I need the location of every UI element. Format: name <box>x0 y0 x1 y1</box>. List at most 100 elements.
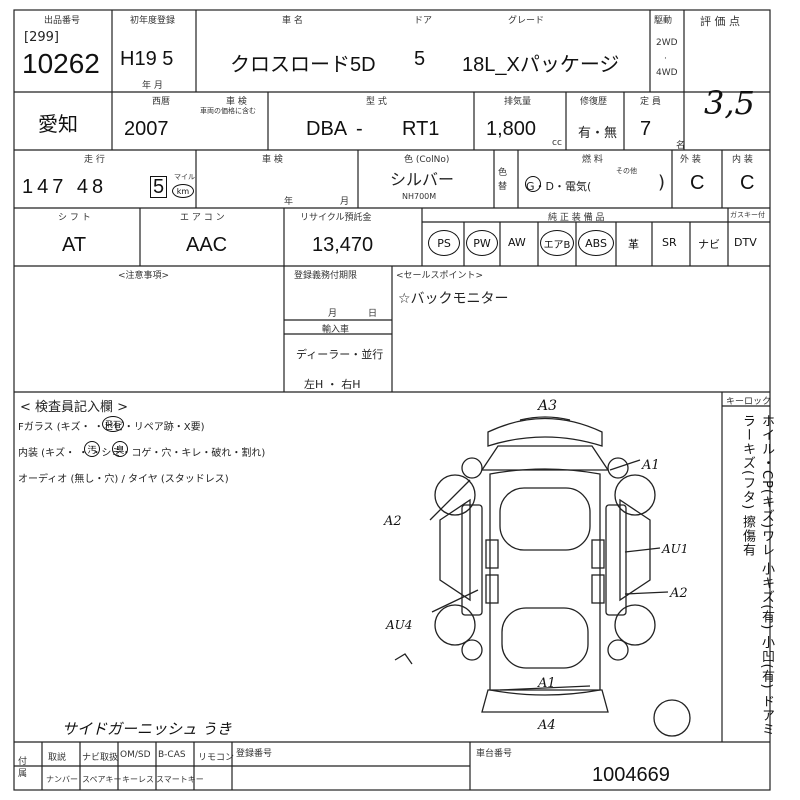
capacity-label: 定 員 <box>640 97 661 107</box>
inspection-title: < 検査員記入欄 > <box>20 400 129 415</box>
score-label: 評 価 点 <box>700 15 740 28</box>
history-label: 修復歴 <box>580 97 608 107</box>
mileage-unit-mile: マイル <box>174 173 195 181</box>
type-dash: - <box>356 118 363 140</box>
type-value-2: RT1 <box>402 118 440 140</box>
exterior-value: C <box>690 172 705 194</box>
side-note-vertical: ホイル・CP(キズ)ワレ 小キズ(有) 小凹(有) ドアミラーキズ(フタ) 擦傷… <box>740 414 774 737</box>
import-label: 輸入車 <box>322 325 350 335</box>
type-value-1: DBA <box>306 118 348 140</box>
history-value: 有・無 <box>578 126 618 141</box>
vehicle-label: 車 検 <box>262 155 283 165</box>
drive-label: 駆動 <box>654 16 673 26</box>
handwritten-note: サイドガーニッシュ うき <box>62 720 232 738</box>
fuel-other: その他 <box>616 167 637 175</box>
caution-label: <注意事項> <box>118 271 170 281</box>
area-value: 愛知 <box>38 114 78 136</box>
handle-value: 左H ・ 右H <box>304 378 361 391</box>
capacity-unit: 名 <box>676 141 686 151</box>
fuel-label: 燃 料 <box>582 155 603 165</box>
interior-label: 内 装 <box>732 155 753 165</box>
mark-left-au4: AU4 <box>386 618 413 632</box>
mark-left-a2: A2 <box>384 514 402 529</box>
shift-value: AT <box>62 234 87 256</box>
periodic-label: 登録義務付期限 <box>294 271 358 281</box>
mileage-label: 走 行 <box>84 155 105 165</box>
footer-left-label: 付 属 <box>18 757 28 779</box>
displacement-label: 排気量 <box>504 97 532 107</box>
fuel-circle-mark <box>525 176 541 192</box>
color-change-label: 色替 <box>498 168 508 192</box>
displacement-value: 1,800 <box>486 118 537 140</box>
displacement-unit: cc <box>552 138 562 148</box>
inspection-circled-odor: 臭 <box>112 441 128 457</box>
equip-navi: ナビ <box>698 238 720 251</box>
first-reg-value: H19 5 <box>120 48 174 70</box>
lot-number: 10262 <box>22 48 100 79</box>
drive-dot: · <box>664 54 667 64</box>
fuel-close: ) <box>658 172 666 193</box>
import-value: ディーラー・並行 <box>296 348 384 361</box>
model-label: 車 名 <box>282 16 303 26</box>
keylock-label: キーロック <box>726 397 772 407</box>
type-label: 型 式 <box>366 97 387 107</box>
recycle-label: リサイクル預託金 <box>300 213 372 223</box>
lot-prefix: [299] <box>24 30 59 45</box>
inspection-line3: オーディオ (無し・穴) / タイヤ (スタッドレス) <box>18 474 229 485</box>
vehicle-year: 年 <box>284 197 294 207</box>
lot-label: 出品番号 <box>44 16 81 26</box>
fuel-value: G・D・電気( <box>526 180 592 193</box>
vin-label: 車台番号 <box>476 749 513 759</box>
mark-right-a2: A2 <box>670 586 688 601</box>
drive-2wd: 2WD <box>656 38 678 48</box>
vehicle-month: 月 <box>340 197 350 207</box>
mark-right-a1: A1 <box>642 458 660 473</box>
drive-4wd: 4WD <box>656 68 678 78</box>
mileage-value: 147 48 <box>22 176 108 198</box>
inspection-circled-chip: 飛石 <box>102 416 124 432</box>
footer-item-keyless: キーレス <box>122 775 154 784</box>
footer-item-bcas: B-CAS <box>158 750 186 760</box>
equip-ps: PS <box>428 230 460 256</box>
year-label: 西暦 <box>152 97 171 107</box>
cert-sub: 車両の価格に含む <box>200 107 256 115</box>
equip-abs: ABS <box>578 230 614 256</box>
color-label: 色 (ColNo) <box>404 155 450 165</box>
inspection-line2: 内装 (キズ・ ・ ・シミ・コゲ・穴・キレ・破れ・割れ) <box>18 448 266 459</box>
grade-label: グレード <box>508 16 545 26</box>
footer-item-remote: リモコン <box>198 753 235 763</box>
doors-value: 5 <box>414 48 426 70</box>
sales-value: ☆バックモニター <box>398 291 509 307</box>
footer-item-smartkey: スマートキー <box>156 775 204 784</box>
equip-pw: PW <box>466 230 498 256</box>
inspection-circled-dirt: 汚 <box>84 441 100 457</box>
vin-value: 1004669 <box>592 764 670 786</box>
year-value: 2007 <box>124 118 169 140</box>
footer-item-manual: 取説 <box>48 753 67 763</box>
equip-label: 純 正 装 備 品 <box>548 213 605 223</box>
shift-label: シ フ ト <box>58 213 91 223</box>
first-reg-unit: 年 月 <box>142 81 163 91</box>
aircon-label: エ ア コ ン <box>180 213 225 223</box>
mark-right-au1: AU1 <box>662 542 689 556</box>
regnum-label: 登録番号 <box>236 749 273 759</box>
mark-bottom-a4: A4 <box>538 718 556 733</box>
equip-sr: SR <box>662 236 677 249</box>
aircon-value: AAC <box>186 234 228 256</box>
mark-top-a3: A3 <box>538 398 558 414</box>
score-value: 3,5 <box>704 84 755 122</box>
interior-value: C <box>740 172 755 194</box>
mileage-last-digit: 5 <box>150 176 168 198</box>
footer-item-om-sd: OM/SD <box>120 750 151 760</box>
equip-dtv: DTV <box>734 236 757 249</box>
footer-item-navi-manual: ナビ取扱 <box>82 753 119 763</box>
equip-aw: AW <box>508 236 526 249</box>
sales-label: <セールスポイント> <box>396 271 484 281</box>
gasoline-label: ガスキー付 <box>730 211 765 219</box>
periodic-month: 月 <box>328 309 338 319</box>
model-value: クロスロード5D <box>230 54 376 76</box>
mark-bottom-a1: A1 <box>538 676 556 691</box>
